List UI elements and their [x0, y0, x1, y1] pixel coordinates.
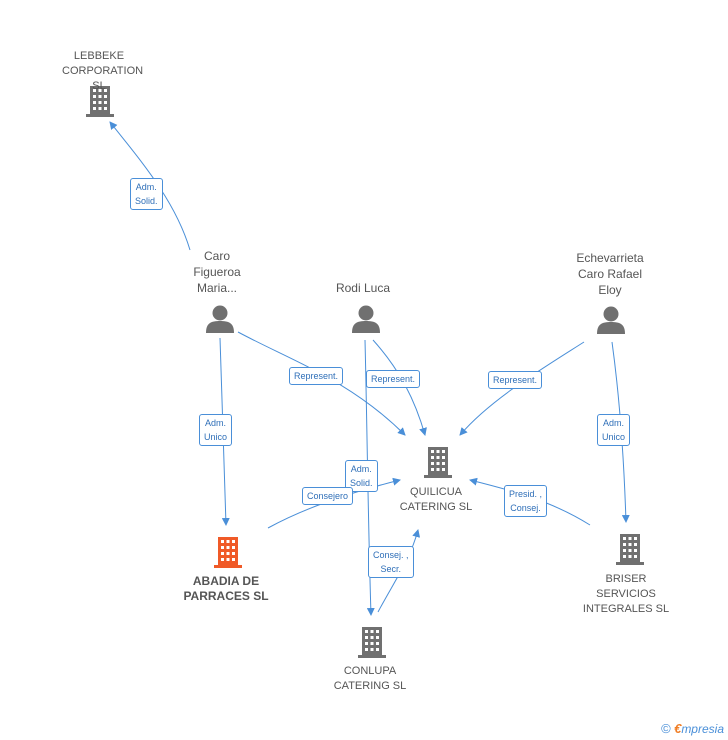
abadia-label[interactable]: ABADIA DE PARRACES SL	[183, 574, 269, 603]
briser-label[interactable]: BRISER SERVICIOS INTEGRALES SL	[582, 573, 670, 615]
quilicua-label[interactable]: QUILICUA CATERING SL	[399, 486, 473, 513]
conlupa-label[interactable]: CONLUPA CATERING SL	[333, 665, 407, 692]
caro-person-icon[interactable]	[206, 305, 234, 334]
conlupa-building-icon[interactable]	[358, 627, 386, 658]
rodi-person-icon[interactable]	[352, 305, 380, 334]
echevarrieta-label[interactable]: Echevarrieta Caro Rafael Eloy	[576, 251, 644, 297]
edge-label-echev-briser[interactable]: Adm. Unico	[597, 414, 631, 446]
edge-label-conlupa-quilicua[interactable]: Consej. , Secr.	[368, 546, 414, 578]
edge-label-abadia-quilicua[interactable]: Consejero	[302, 487, 354, 505]
edge-label-briser-quilicua[interactable]: Presid. , Consej.	[504, 485, 548, 517]
edge-label-rodi-conlupa[interactable]: Adm. Solid.	[345, 460, 378, 492]
echevarrieta-person-icon[interactable]	[597, 306, 625, 335]
quilicua-building-icon[interactable]	[424, 447, 452, 478]
edge-label-caro-abadia[interactable]: Adm. Unico	[199, 414, 233, 446]
copyright-symbol: ©	[661, 721, 671, 736]
briser-building-icon[interactable]	[616, 534, 644, 565]
rodi-label[interactable]: Rodi Luca	[335, 281, 391, 295]
edge-label-rodi-quilicua[interactable]: Represent.	[366, 370, 421, 388]
edge-label-caro-quilicua[interactable]: Represent.	[289, 367, 344, 385]
caro-label[interactable]: Caro Figueroa Maria...	[193, 249, 241, 295]
edge-label-echev-quilicua[interactable]: Represent.	[488, 371, 543, 389]
copyright-notice: © €mpresia	[661, 721, 724, 736]
edge-label-caro-lebbeke[interactable]: Adm. Solid.	[130, 178, 163, 210]
lebbeke-label[interactable]: LEBBEKE CORPORATION SL	[62, 50, 144, 92]
brand-initial: €	[674, 721, 682, 736]
brand-name: mpresia	[681, 722, 724, 736]
abadia-building-icon[interactable]	[214, 537, 242, 568]
